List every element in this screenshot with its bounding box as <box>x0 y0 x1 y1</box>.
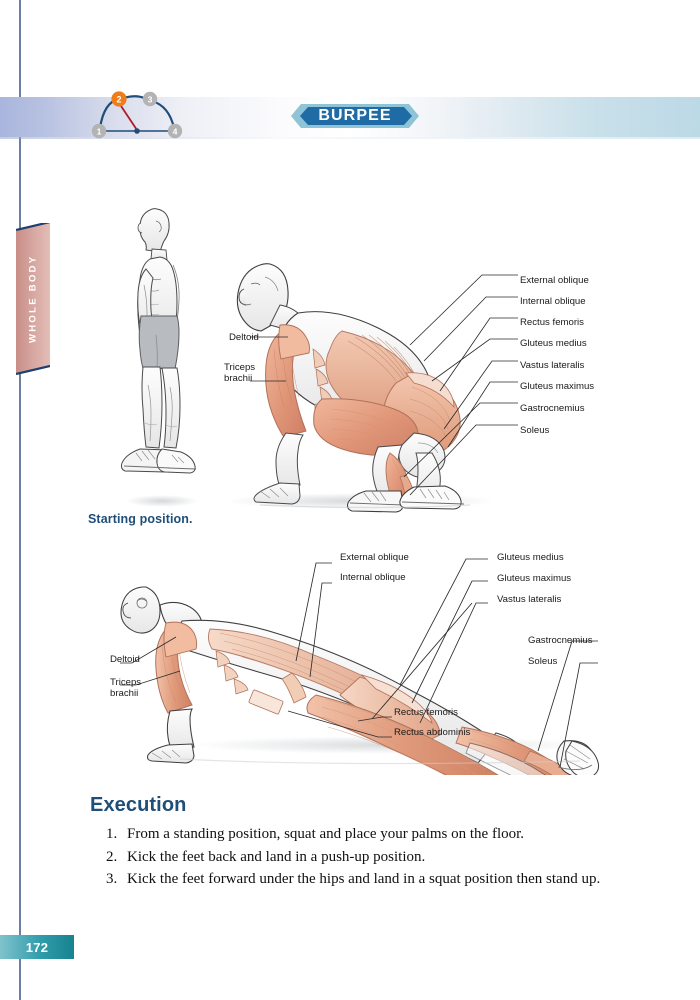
execution-heading: Execution <box>90 794 187 816</box>
execution-step-1-number: 1. <box>106 826 118 842</box>
step-node-2[interactable]: 2 <box>111 91 127 107</box>
label-gluteus-medius-fig2: Gluteus medius <box>497 552 564 563</box>
exercise-title-banner <box>291 103 419 129</box>
figure-two-leader-lines-bottom <box>287 710 392 738</box>
step-node-4-label: 4 <box>173 126 178 136</box>
label-vastus-lateralis-fig2: Vastus lateralis <box>497 594 562 605</box>
active-step-pointer <box>118 102 138 131</box>
label-external-oblique-fig2: External oblique <box>340 552 409 563</box>
figure-two-illustration <box>108 545 640 802</box>
step-node-1[interactable]: 1 <box>91 123 107 139</box>
label-triceps-brachii-fig1-line1: Triceps <box>224 362 256 373</box>
section-tab-bottom-rule <box>15 364 51 376</box>
execution-step-2: 2. Kick the feet back and land in a push… <box>106 847 642 869</box>
figure-one-left-leader-lines <box>250 336 288 382</box>
label-soleus-fig2: Soleus <box>528 656 558 667</box>
section-tab-top-rule <box>15 220 51 232</box>
label-gluteus-maximus-fig1: Gluteus maximus <box>520 381 595 392</box>
label-gastrocnemius-fig1: Gastrocnemius <box>520 403 585 414</box>
page-number-bar <box>0 935 74 959</box>
figure-one-leader-lines <box>403 274 518 496</box>
standing-figure <box>120 208 198 507</box>
label-triceps-brachii-fig1-line2: brachii <box>224 373 253 384</box>
execution-step-2-text: Kick the feet back and land in a push-up… <box>127 848 426 865</box>
execution-step-3-text: Kick the feet forward under the hips and… <box>127 871 601 887</box>
execution-step-1: 1. From a standing position, squat and p… <box>106 824 642 846</box>
label-triceps-brachii-fig2-line2: brachii <box>110 688 139 699</box>
step-node-3-label: 3 <box>148 94 153 104</box>
label-gastrocnemius-fig2: Gastrocnemius <box>528 635 593 646</box>
label-rectus-femoris-fig1: Rectus femoris <box>520 317 584 328</box>
label-internal-oblique-fig1: Internal oblique <box>520 296 586 307</box>
figure-one-caption: Starting position. <box>88 512 193 526</box>
execution-steps-list: 1. From a standing position, squat and p… <box>106 824 642 892</box>
figure-two-leader-lines-right <box>371 558 598 768</box>
step-sequence-diagram: 1 2 3 4 <box>88 90 188 140</box>
label-gluteus-maximus-fig2: Gluteus maximus <box>497 573 572 584</box>
step-diagram-svg: 1 2 3 4 <box>91 91 183 139</box>
crouch-anatomical-figure <box>225 263 495 513</box>
execution-step-2-number: 2. <box>106 848 118 865</box>
execution-step-3-number: 3. <box>106 871 118 887</box>
figure-two-leader-lines-top <box>295 562 332 678</box>
label-internal-oblique-fig2: Internal oblique <box>340 572 406 583</box>
banner-inner-shape <box>300 107 412 125</box>
step-node-4[interactable]: 4 <box>167 123 183 139</box>
label-deltoid-fig2: Deltoid <box>110 654 140 665</box>
label-rectus-abdominis-fig2: Rectus abdominis <box>394 727 471 738</box>
step-node-2-label: 2 <box>116 95 121 105</box>
label-deltoid-fig1: Deltoid <box>229 332 259 343</box>
figure-one-illustration <box>110 185 650 515</box>
label-triceps-brachii-fig2-line1: Triceps <box>110 677 142 688</box>
step-node-1-label: 1 <box>97 126 102 136</box>
execution-step-3: 3. Kick the feet forward under the hips … <box>106 869 642 891</box>
label-soleus-fig1: Soleus <box>520 425 550 436</box>
section-tab[interactable] <box>15 220 51 376</box>
execution-step-1-text: From a standing position, squat and plac… <box>127 826 525 842</box>
label-external-oblique-fig1: External oblique <box>520 275 589 286</box>
page-left-rule <box>19 0 21 1000</box>
plank-anatomical-figure <box>120 586 600 802</box>
section-tab-shape <box>16 223 50 375</box>
step-hub-dot <box>134 128 140 134</box>
label-vastus-lateralis-fig1: Vastus lateralis <box>520 360 585 371</box>
label-rectus-femoris-fig2: Rectus femoris <box>394 707 458 718</box>
step-arc-3-4 <box>151 99 176 129</box>
header-band-underline <box>0 137 700 139</box>
label-gluteus-medius-fig1: Gluteus medius <box>520 338 587 349</box>
standing-figure-shadow <box>126 495 198 507</box>
step-node-3[interactable]: 3 <box>142 91 158 107</box>
